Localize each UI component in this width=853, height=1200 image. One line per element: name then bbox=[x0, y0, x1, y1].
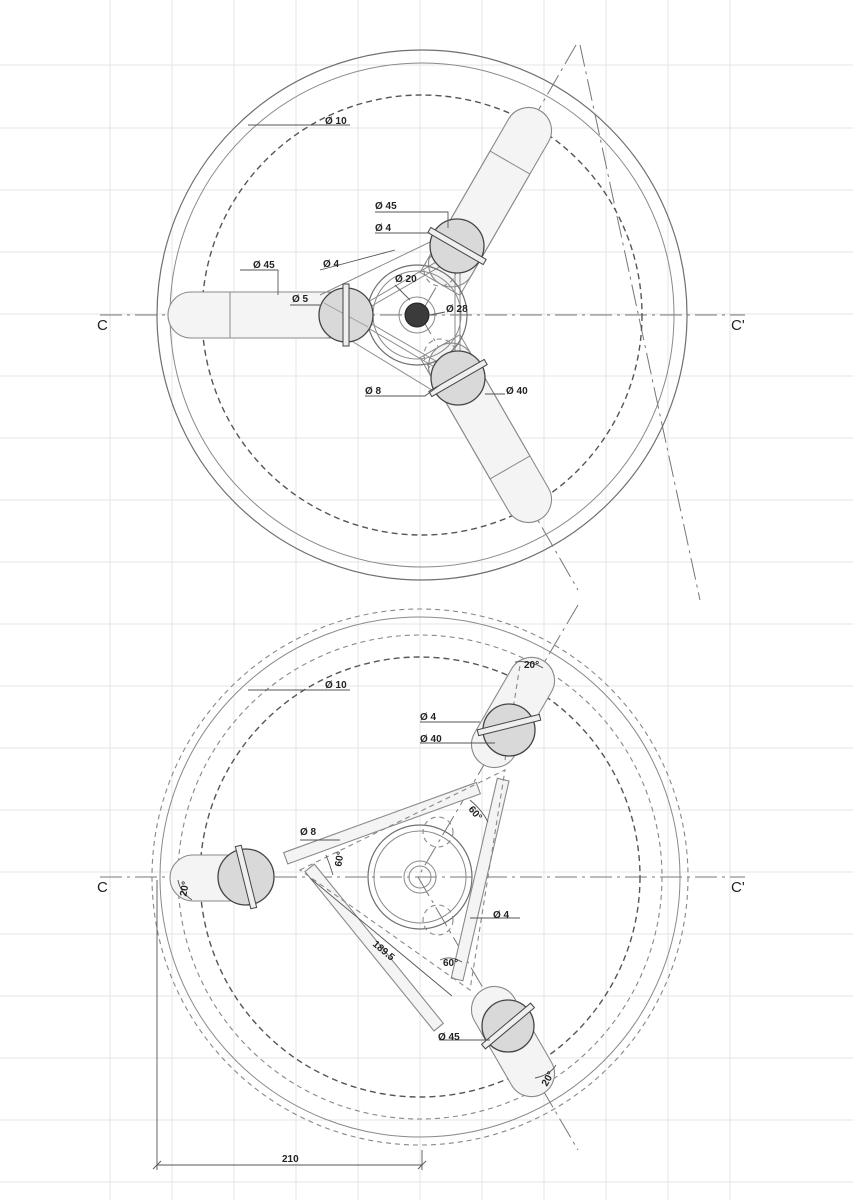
label-angle-c: 60° bbox=[443, 958, 458, 969]
label-rod-diameter: Ø 40 bbox=[420, 734, 442, 745]
label-hub-inner-diameter: Ø 28 bbox=[446, 304, 468, 315]
label-angle-a: 60° bbox=[466, 804, 484, 823]
hub-core bbox=[404, 302, 430, 328]
triangle-frame bbox=[345, 247, 461, 383]
label-frame-diameter: Ø 8 bbox=[300, 827, 317, 838]
label-rod-bottom-diameter: Ø 45 bbox=[438, 1032, 460, 1043]
top-view: Ø 10 Ø 45 Ø 4 Ø 45 Ø 4 Ø 5 Ø 20 Ø 28 Ø 8… bbox=[97, 44, 745, 601]
rod-bottom bbox=[480, 999, 536, 1053]
label-angle-top: 20° bbox=[524, 660, 539, 671]
bottom-view: Ø 10 Ø 4 Ø 40 Ø 8 Ø 4 Ø 45 189.5 210 20°… bbox=[97, 604, 745, 1170]
section-marker-left: C bbox=[97, 317, 108, 334]
label-pin-left-diameter: Ø 5 bbox=[292, 294, 309, 305]
rod-bottom bbox=[428, 350, 488, 406]
label-pin-top-diameter: Ø 4 bbox=[375, 223, 392, 234]
hub-outer bbox=[367, 824, 473, 930]
section-marker-right: C' bbox=[731, 317, 745, 334]
label-rod-left-diameter: Ø 45 bbox=[253, 260, 275, 271]
outer-dashed-ring bbox=[151, 608, 689, 1146]
section-marker-left: C bbox=[97, 879, 108, 896]
frame-bar-right bbox=[450, 777, 510, 982]
rod-top bbox=[476, 703, 542, 757]
label-pin-diameter: Ø 4 bbox=[420, 712, 437, 723]
rod-top bbox=[427, 218, 487, 274]
label-angle-left: 20° bbox=[178, 881, 191, 898]
label-rod-bottom-diameter: Ø 40 bbox=[506, 386, 528, 397]
label-cable-diameter: Ø 4 bbox=[323, 259, 340, 270]
label-frame-diameter: Ø 8 bbox=[365, 386, 382, 397]
frame-bar-bottom bbox=[304, 863, 445, 1032]
outer-ring bbox=[156, 49, 688, 581]
label-hub-outer-diameter: Ø 20 bbox=[395, 274, 417, 285]
label-rod-top-diameter: Ø 45 bbox=[375, 201, 397, 212]
section-marker-right: C' bbox=[731, 879, 745, 896]
label-cable-diameter: Ø 4 bbox=[493, 910, 510, 921]
radial-center-line bbox=[579, 44, 701, 601]
rod-left bbox=[217, 844, 275, 910]
dimension-line-edge bbox=[309, 877, 453, 997]
rod-left bbox=[318, 283, 374, 347]
label-ring-diameter: Ø 10 bbox=[325, 116, 347, 127]
label-overall-width: 210 bbox=[282, 1154, 299, 1165]
label-angle-b: 60° bbox=[333, 851, 346, 868]
label-ring-diameter: Ø 10 bbox=[325, 680, 347, 691]
